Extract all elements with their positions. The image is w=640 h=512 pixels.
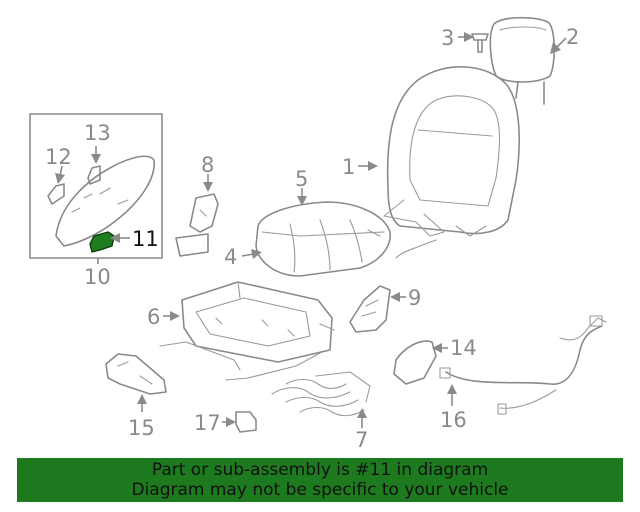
part-10-side-cover-box	[29, 113, 163, 259]
callout-3: 3	[441, 26, 454, 50]
callout-4: 4	[224, 245, 237, 269]
banner-line-2: Diagram may not be specific to your vehi…	[131, 480, 509, 500]
callout-13: 13	[84, 121, 111, 145]
callout-labels: 1 2 3 4 5 6 7 8 9 10 11 12 13 14 15 16 1…	[45, 25, 579, 452]
part-5-seat-cushion	[255, 201, 391, 277]
part-16-wire-harness	[439, 315, 607, 415]
seat-parts-diagram: 1 2 3 4 5 6 7 8 9 10 11 12 13 14 15 16 1…	[29, 16, 607, 452]
callout-2: 2	[566, 25, 579, 49]
callout-15: 15	[128, 416, 155, 440]
part-2-headrest	[489, 16, 556, 105]
leader-lines	[55, 32, 567, 428]
callout-14: 14	[450, 336, 477, 360]
part-11-highlighted-part	[89, 231, 115, 253]
callout-5: 5	[295, 167, 308, 191]
callout-9: 9	[408, 286, 421, 310]
part-8-bracket	[175, 193, 219, 257]
part-1-seat-back	[383, 66, 520, 259]
callout-10: 10	[84, 265, 111, 289]
highlight-banner: Part or sub-assembly is #11 in diagram D…	[17, 458, 623, 502]
callout-11: 11	[132, 227, 159, 251]
banner-line-1: Part or sub-assembly is #11 in diagram	[151, 460, 489, 480]
callout-7: 7	[355, 428, 368, 452]
part-7-springs	[271, 371, 371, 417]
callout-6: 6	[147, 305, 160, 329]
part-13-knob	[87, 165, 101, 185]
part-12-knob	[47, 183, 65, 205]
part-9-bracket	[349, 285, 391, 333]
callout-8: 8	[201, 153, 214, 177]
callout-16: 16	[440, 408, 467, 432]
part-3-pin	[471, 33, 489, 53]
part-15-bracket	[105, 353, 167, 395]
callout-1: 1	[342, 155, 355, 179]
part-14-cover	[393, 340, 437, 385]
callout-12: 12	[45, 145, 72, 169]
part-6-seat-frame	[159, 281, 335, 381]
part-17-clip	[235, 411, 257, 433]
callout-17: 17	[194, 411, 221, 435]
